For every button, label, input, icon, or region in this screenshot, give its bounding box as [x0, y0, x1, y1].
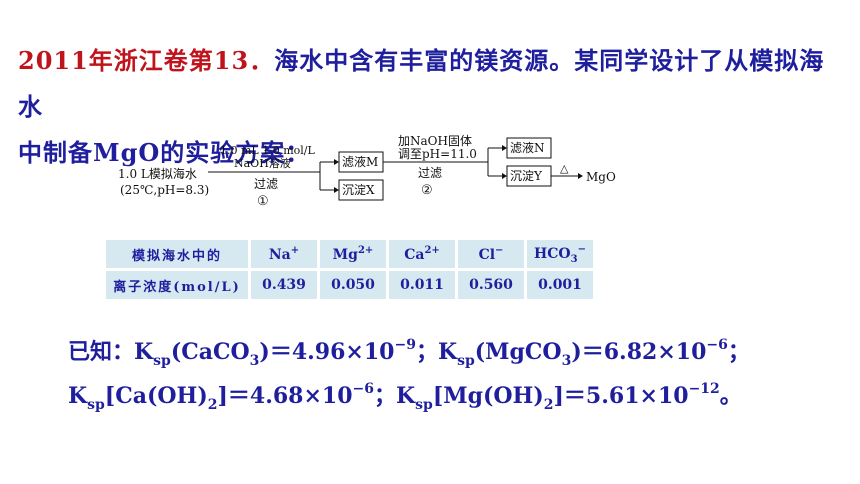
question-source: 2011年浙江卷第13． — [18, 46, 275, 75]
product-label: MgO — [586, 170, 616, 184]
experiment-flow-diagram: 1.0 L模拟海水 (25℃,pH=8.3) 1.0 mL 1.0 mol/L … — [118, 134, 616, 209]
step2-operation: 过滤 — [418, 166, 442, 180]
table-row: 模拟海水中的 Na+ Mg2+ Ca2+ Cl− HCO3− — [103, 237, 596, 271]
step1-reagent-name: NaOH溶液 — [234, 156, 291, 170]
ksp-line-2: Ksp[Ca(OH)2]＝4.68×10−6；Ksp[Mg(OH)2]＝5.61… — [68, 381, 742, 413]
ion-concentration-table: 模拟海水中的 Na+ Mg2+ Ca2+ Cl− HCO3− 离子浓度(mol/… — [103, 237, 596, 302]
value-na: 0.439 — [248, 268, 320, 302]
filtrate-m-label: 滤液M — [342, 154, 378, 169]
filtrate-n-label: 滤液N — [510, 140, 545, 155]
ksp-line-1: 已知：Ksp(CaCO3)＝4.96×10−9；Ksp(MgCO3)＝6.82×… — [68, 337, 750, 369]
step1-reagent: 1.0 mL 1.0 mol/L — [220, 144, 315, 157]
table-label-line1: 模拟海水中的 — [103, 237, 251, 271]
heading-line-2: 中制备MgO的实验方案： — [18, 138, 311, 167]
step2-condition: 调至pH=11.0 — [398, 147, 477, 161]
filtrate-n-box — [506, 137, 552, 159]
start-conditions: (25℃,pH=8.3) — [120, 183, 209, 197]
step2-number: ② — [421, 183, 433, 198]
heat-symbol: △ — [560, 162, 569, 175]
arrowhead-m — [334, 159, 339, 165]
precipitate-x-box — [338, 179, 384, 201]
value-mg: 0.050 — [317, 268, 389, 302]
step2-reagent: 加NaOH固体 — [398, 134, 472, 148]
ion-header-ca: Ca2+ — [386, 237, 458, 271]
arrowhead-y — [502, 173, 507, 179]
arrowhead-n — [502, 145, 507, 151]
heading-text-1: 海水中含有丰富的镁资源。某同学设计了从模拟海水 — [18, 46, 825, 121]
precipitate-y-label: 沉淀Y — [510, 169, 543, 183]
value-hco3: 0.001 — [524, 268, 596, 302]
precipitate-x-label: 沉淀X — [342, 183, 375, 197]
step1-number: ① — [257, 194, 269, 209]
ksp-intro: 已知： — [68, 339, 135, 365]
table-label-line2: 离子浓度(mol/L) — [103, 268, 251, 302]
ion-header-cl: Cl− — [455, 237, 527, 271]
question-heading: 2011年浙江卷第13．海水中含有丰富的镁资源。某同学设计了从模拟海水 中制备M… — [18, 38, 848, 176]
ion-header-na: Na+ — [248, 237, 320, 271]
step1-operation: 过滤 — [254, 177, 278, 191]
value-cl: 0.560 — [455, 268, 527, 302]
table-row: 离子浓度(mol/L) 0.439 0.050 0.011 0.560 0.00… — [103, 268, 596, 302]
ion-header-mg: Mg2+ — [317, 237, 389, 271]
start-label: 1.0 L模拟海水 — [118, 166, 197, 181]
value-ca: 0.011 — [386, 268, 458, 302]
ion-header-hco3: HCO3− — [524, 237, 596, 271]
arrowhead-heat — [578, 173, 583, 179]
heading-line-1: 2011年浙江卷第13．海水中含有丰富的镁资源。某同学设计了从模拟海水 — [18, 38, 848, 130]
arrowhead-x — [334, 187, 339, 193]
